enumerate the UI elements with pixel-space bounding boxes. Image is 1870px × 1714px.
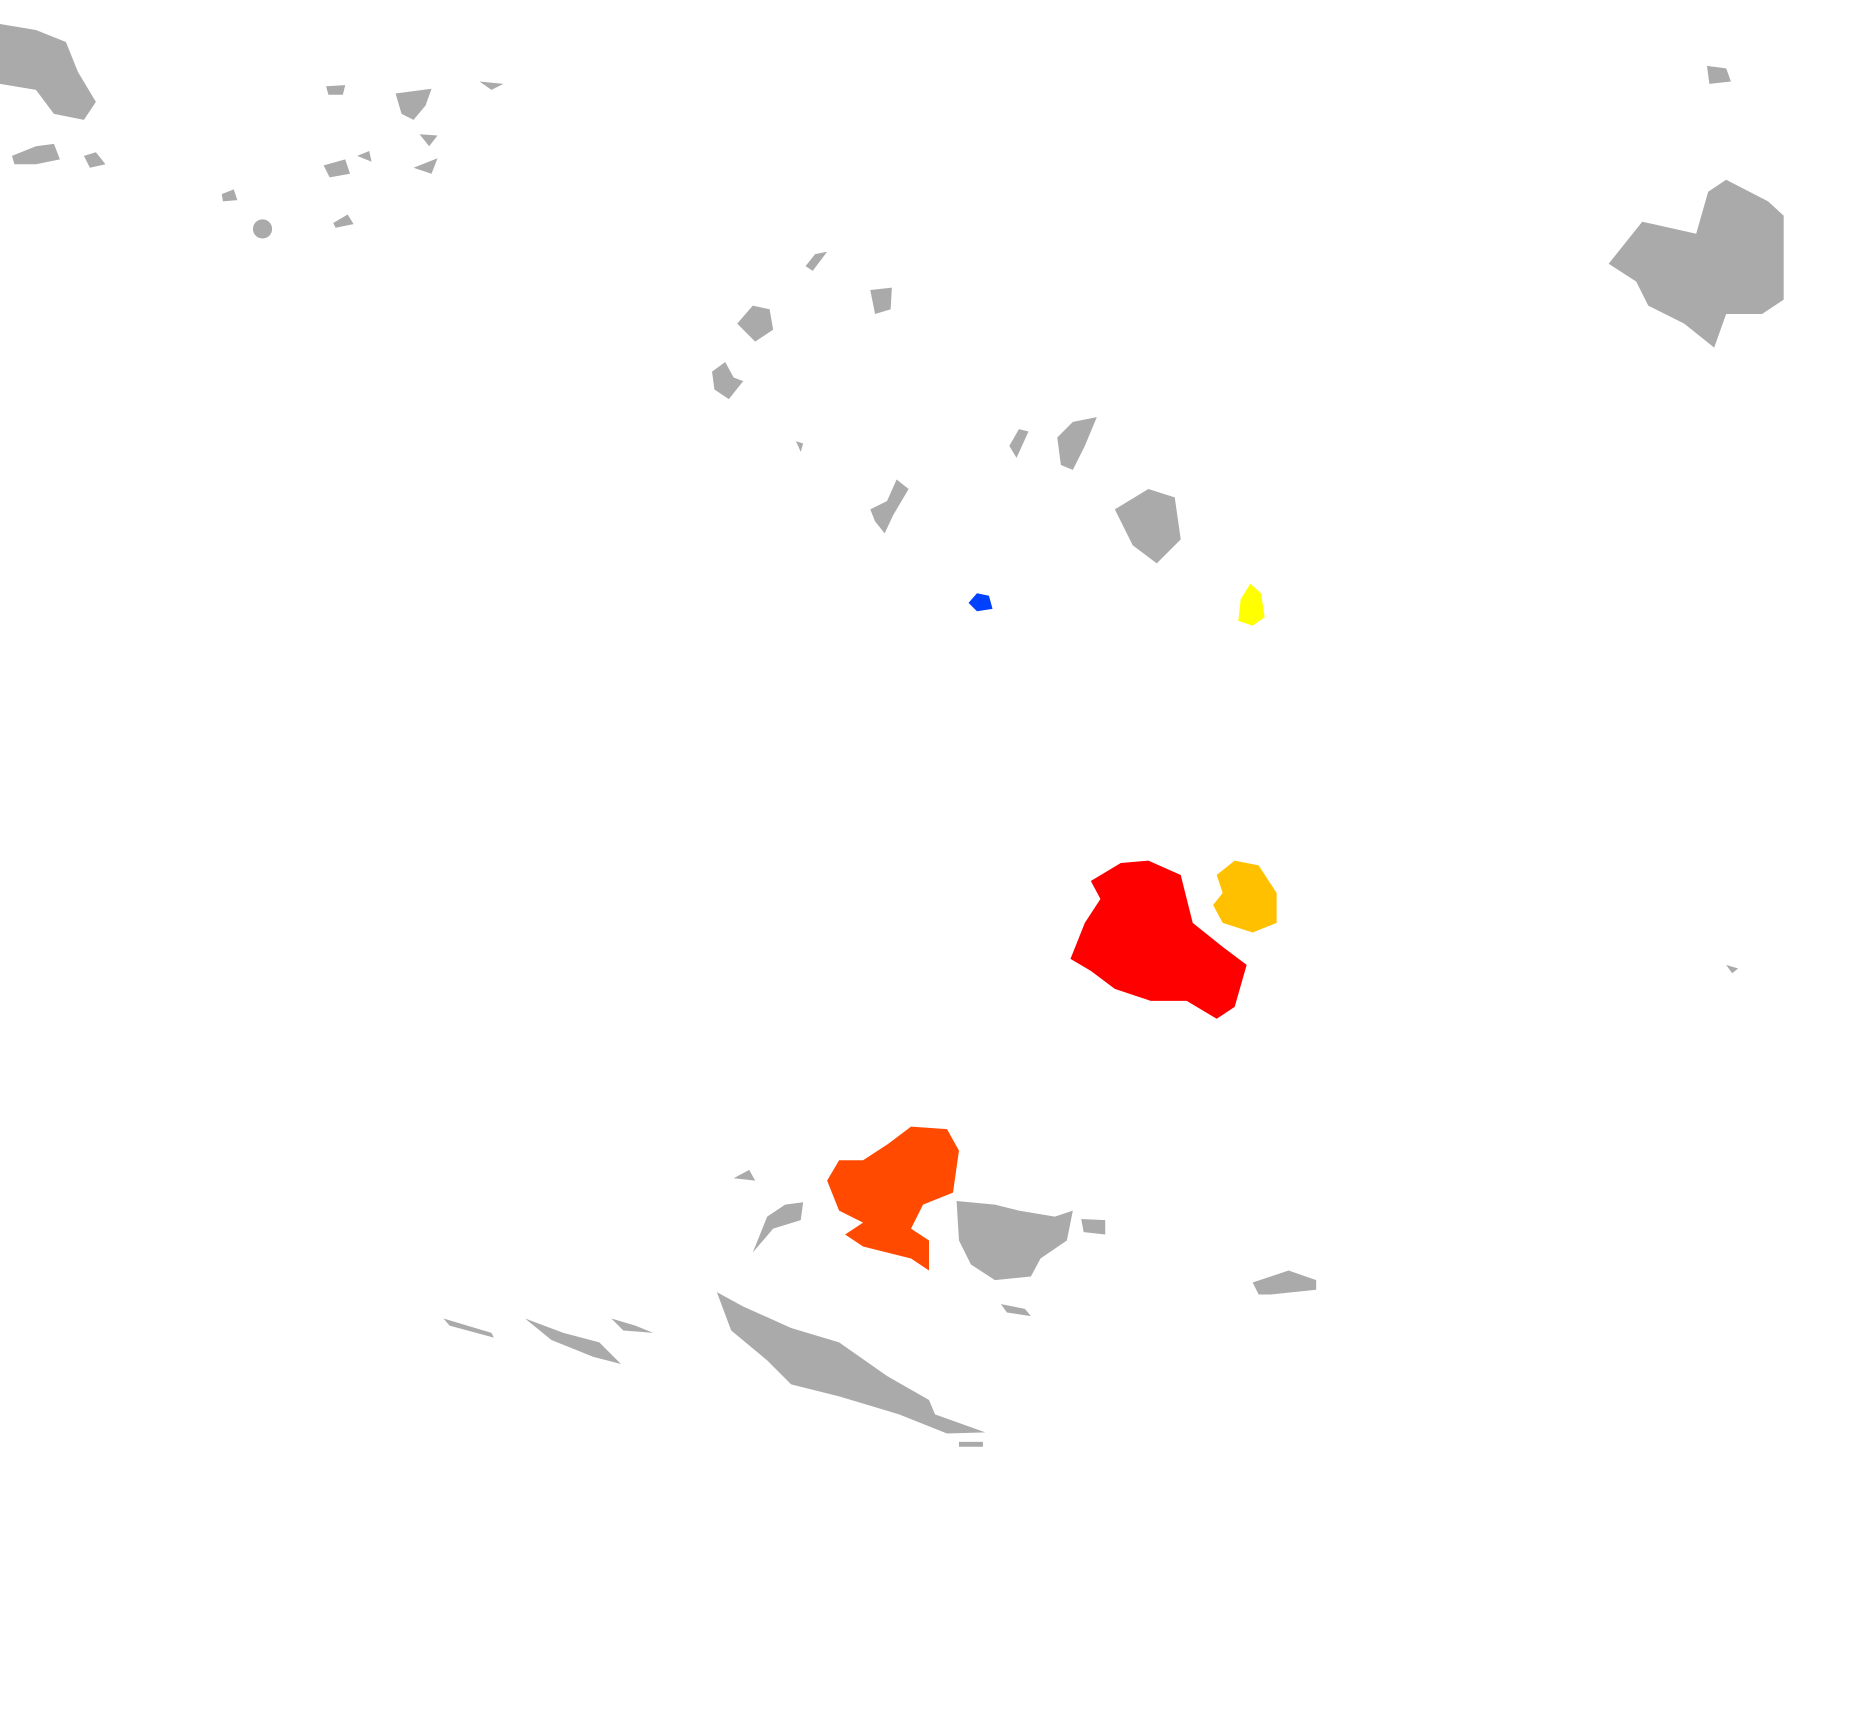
- island: [525, 1318, 621, 1365]
- island: [752, 1202, 804, 1253]
- island: [1000, 1304, 1031, 1317]
- island: [958, 1441, 983, 1447]
- island: [419, 134, 438, 147]
- island: [870, 479, 909, 534]
- island: [479, 81, 504, 90]
- island: [1726, 964, 1739, 974]
- highlighted-regions: [827, 583, 1277, 1271]
- island: [716, 1292, 986, 1434]
- island: [805, 251, 828, 271]
- island: [733, 1169, 756, 1181]
- region-blue[interactable]: [968, 593, 993, 612]
- island: [0, 23, 96, 120]
- island: [395, 88, 432, 120]
- region-yellow[interactable]: [1238, 583, 1265, 626]
- region-orange-red[interactable]: [827, 1126, 959, 1271]
- island: [712, 361, 744, 400]
- island: [1252, 1270, 1317, 1295]
- island: [252, 219, 273, 239]
- island: [413, 158, 438, 174]
- island: [221, 189, 238, 202]
- island: [1057, 417, 1097, 470]
- island: [443, 1318, 494, 1338]
- island: [870, 287, 892, 315]
- island: [357, 151, 372, 162]
- island: [1114, 489, 1181, 564]
- island: [1009, 429, 1029, 458]
- island: [323, 159, 351, 178]
- island: [1706, 65, 1731, 84]
- base-land: [0, 23, 1784, 1447]
- island: [611, 1318, 654, 1333]
- island: [737, 305, 774, 342]
- region-amber[interactable]: [1213, 860, 1277, 933]
- region-red[interactable]: [1070, 860, 1247, 1019]
- island: [795, 441, 804, 452]
- island: [333, 214, 354, 228]
- island: [1081, 1218, 1106, 1235]
- island: [83, 152, 106, 168]
- island: [956, 1200, 1073, 1281]
- island: [326, 85, 346, 95]
- island: [11, 143, 60, 165]
- island: [1608, 179, 1784, 348]
